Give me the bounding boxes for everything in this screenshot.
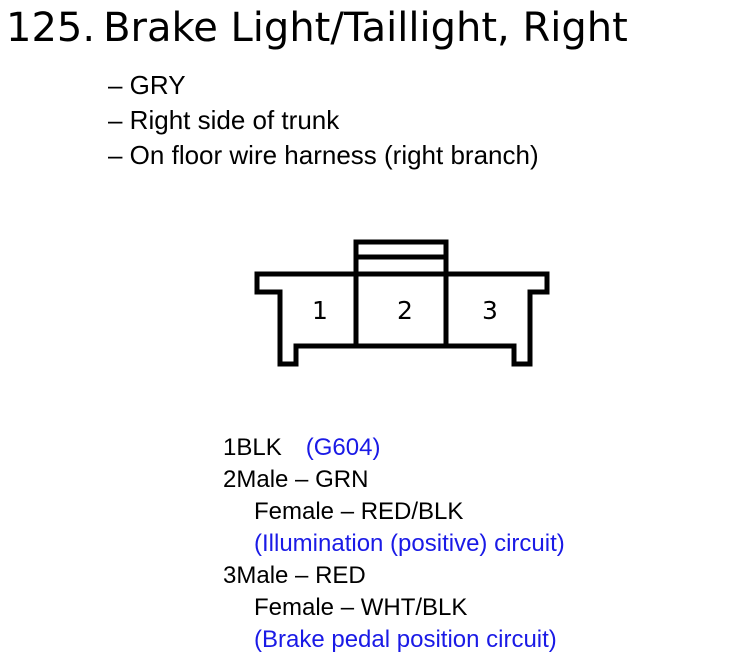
pinout-list: 1BLK (G604) 2Male – GRN Female – RED/BLK … — [223, 432, 565, 656]
pin-1-number: 1 — [223, 434, 237, 461]
component-number: 125. — [6, 5, 96, 51]
pin-1-wire: BLK — [236, 434, 282, 461]
pin-2-male: Male – GRN — [236, 466, 369, 493]
pin-3-number: 3 — [223, 562, 237, 589]
connector-details: – GRY – Right side of trunk – On floor w… — [108, 68, 539, 173]
pin-label-1: 1 — [312, 296, 328, 325]
pin-2-female: Female – RED/BLK — [254, 498, 464, 525]
pin-3-female: Female – WHT/BLK — [254, 594, 468, 621]
detail-harness: – On floor wire harness (right branch) — [108, 140, 539, 170]
detail-location: – Right side of trunk — [108, 105, 340, 135]
connector-diagram: 1 2 3 — [254, 239, 550, 367]
pin-3-note: (Brake pedal position circuit) — [254, 626, 557, 653]
pin-2-number: 2 — [223, 466, 237, 493]
component-name: Brake Light/Taillight, Right — [103, 5, 628, 51]
pin-3-male: Male – RED — [236, 562, 366, 589]
pin-2-note: (Illumination (positive) circuit) — [254, 530, 565, 557]
connector-housing — [254, 271, 550, 367]
pinout-pin-3: 3Male – RED Female – WHT/BLK (Brake peda… — [223, 560, 565, 656]
pin-label-3: 3 — [482, 296, 498, 325]
detail-color: – GRY — [108, 70, 186, 100]
pin-1-note: (G604) — [305, 434, 381, 461]
pinout-pin-2: 2Male – GRN Female – RED/BLK (Illuminati… — [223, 464, 565, 560]
component-title: 125.Brake Light/Taillight, Right — [6, 4, 628, 52]
pinout-pin-1: 1BLK (G604) — [223, 432, 565, 464]
pin-label-2: 2 — [397, 296, 413, 325]
